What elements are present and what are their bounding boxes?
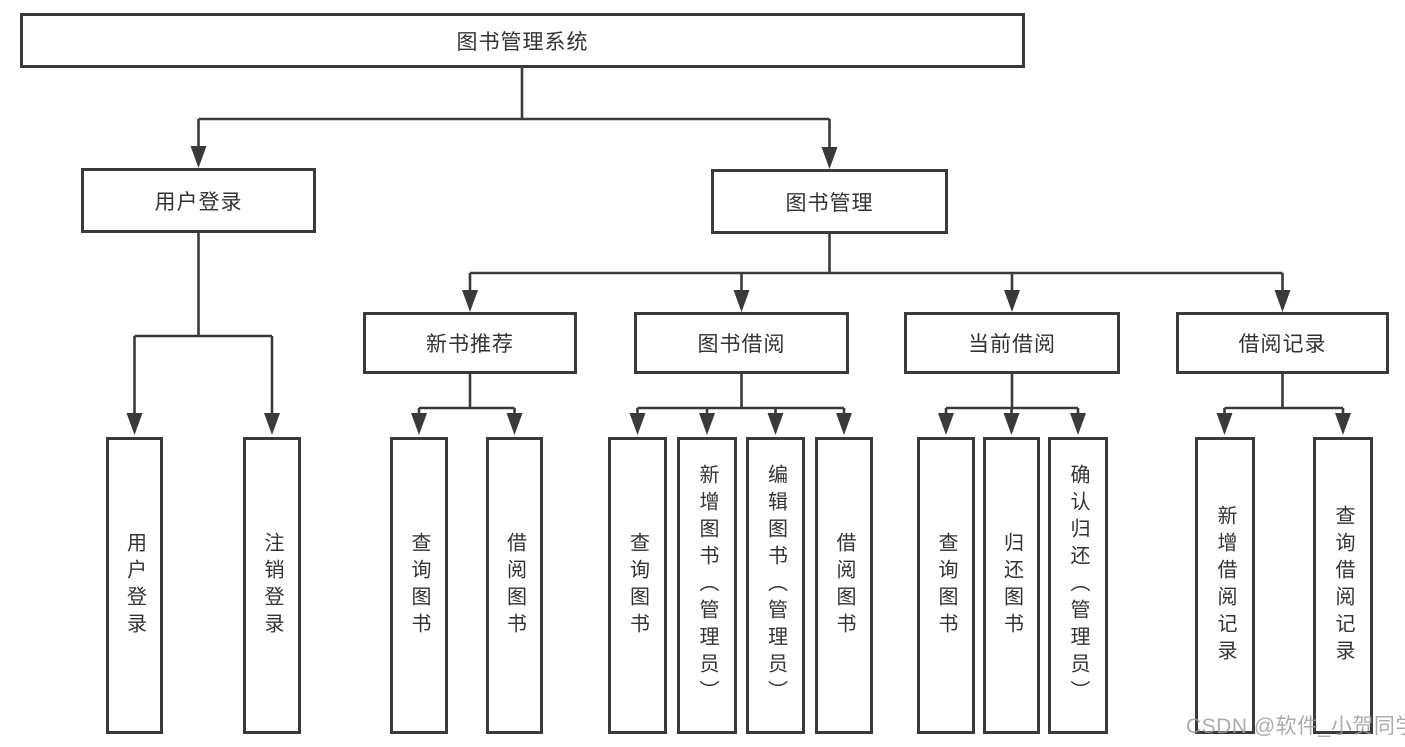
leaf-add-books-admin: 新增图书（管理员） (677, 437, 737, 734)
leaf-query-borrow-record: 查询借阅记录 (1313, 437, 1373, 734)
node-book-borrowing: 图书借阅 (634, 312, 849, 374)
leaf-edit-books-admin: 编辑图书（管理员） (746, 437, 805, 734)
leaf-query-books-borrowing: 查询图书 (608, 437, 667, 734)
leaf-return-books: 归还图书 (983, 437, 1040, 734)
leaf-borrow-books-recommend: 借阅图书 (486, 437, 543, 734)
edge-borrowing-records-to-leaves (1216, 374, 1351, 435)
edge-root-to-level2 (190, 68, 838, 169)
node-library-management-system: 图书管理系统 (20, 13, 1025, 68)
leaf-query-books-recommend: 查询图书 (390, 437, 448, 734)
node-user-login: 用户登录 (81, 168, 316, 233)
edge-user-login-to-leaves (126, 232, 280, 435)
leaf-borrow-books: 借阅图书 (815, 437, 873, 734)
leaf-logout: 注销登录 (243, 437, 301, 734)
edge-book-borrowing-to-leaves (629, 374, 852, 435)
leaf-user-login: 用户登录 (106, 437, 163, 734)
node-current-borrowing: 当前借阅 (904, 312, 1120, 374)
edge-current-borrowing-to-leaves (938, 374, 1086, 435)
node-borrowing-records: 借阅记录 (1176, 312, 1389, 374)
edge-book-management-to-level3 (462, 233, 1291, 312)
csdn-watermark: CSDN @软件_小贺同学 (1186, 715, 1405, 738)
leaf-query-books-current: 查询图书 (917, 437, 975, 734)
leaf-add-borrow-record: 新增借阅记录 (1195, 437, 1255, 734)
edge-new-book-recommendation-to-leaves (411, 374, 523, 435)
node-new-book-recommendation: 新书推荐 (363, 312, 577, 374)
leaf-confirm-return-admin: 确认归还（管理员） (1048, 437, 1108, 734)
node-book-management: 图书管理 (711, 169, 948, 234)
